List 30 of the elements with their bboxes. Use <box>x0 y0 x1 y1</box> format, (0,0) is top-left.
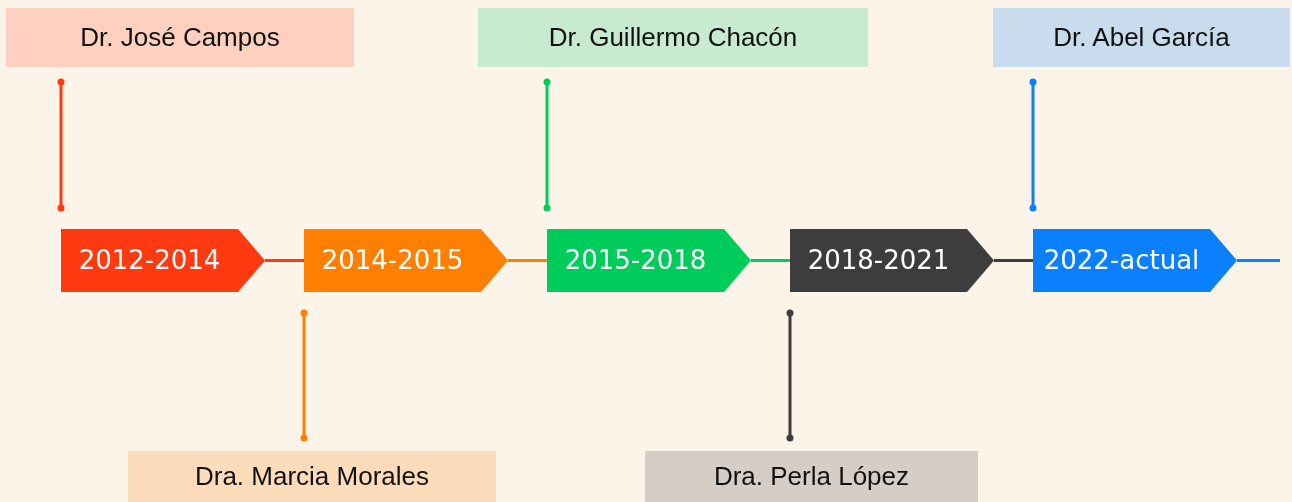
connector-line <box>994 259 1033 262</box>
person-name: Dr. Abel García <box>1053 21 1230 54</box>
chevron-tag <box>790 229 994 292</box>
person-name: Dra. Perla López <box>713 460 910 493</box>
name-box <box>478 8 868 67</box>
person-name: Dr. José Campos <box>80 21 280 54</box>
connector-line <box>508 259 547 262</box>
person-name: Dra. Marcia Morales <box>194 460 430 493</box>
year-range: 2014-2015 <box>320 244 465 277</box>
leader-line <box>786 309 794 442</box>
connector-line <box>1237 259 1280 262</box>
leader-line <box>300 309 308 442</box>
connector-line <box>265 259 304 262</box>
leader-line <box>543 78 551 212</box>
year-range: 2012-2014 <box>77 244 222 277</box>
year-range: 2018-2021 <box>806 244 951 277</box>
chevron-tag <box>547 229 751 292</box>
chevron-tag <box>304 229 508 292</box>
connector-line <box>751 259 790 262</box>
chevron-tag <box>1033 229 1237 292</box>
name-box <box>128 451 496 502</box>
year-range: 2015-2018 <box>563 244 708 277</box>
name-box <box>993 8 1290 67</box>
name-box <box>6 8 354 67</box>
leader-line <box>57 78 65 212</box>
chevron-tag <box>61 229 265 292</box>
name-box <box>645 451 978 502</box>
person-name: Dr. Guillermo Chacón <box>548 21 798 54</box>
year-range: 2022-actual <box>1042 244 1201 277</box>
leader-line <box>1029 78 1037 212</box>
